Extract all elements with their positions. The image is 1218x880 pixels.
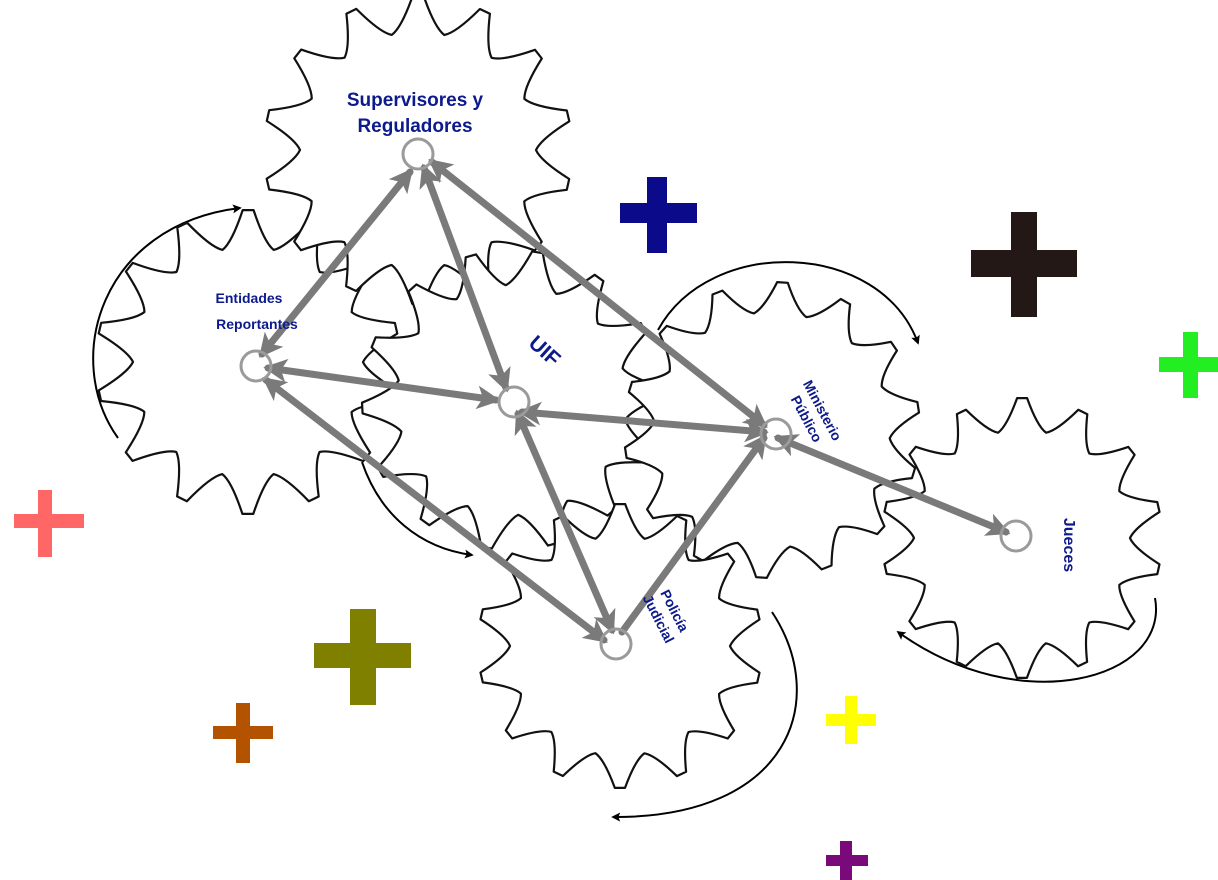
plus-icon-black	[971, 212, 1077, 317]
label-supervisores-line2: Reguladores	[357, 116, 472, 137]
gears	[99, 0, 1160, 788]
plus-icon-brown	[213, 703, 273, 763]
plus-icon-salmon	[14, 490, 84, 557]
label-supervisores-line1: Supervisores y	[347, 90, 484, 111]
label-entidades-line2: Reportantes	[216, 316, 298, 332]
label-jueces: Jueces	[1060, 518, 1077, 572]
plus-icon-yellow	[826, 696, 876, 744]
label-entidades-line1: Entidades	[216, 290, 283, 306]
plus-icon-navy	[620, 177, 697, 253]
gear-jueces	[885, 398, 1160, 678]
plus-icon-green	[1159, 332, 1218, 398]
plus-icon-purple	[826, 841, 868, 880]
plus-icon-olive	[314, 609, 411, 705]
